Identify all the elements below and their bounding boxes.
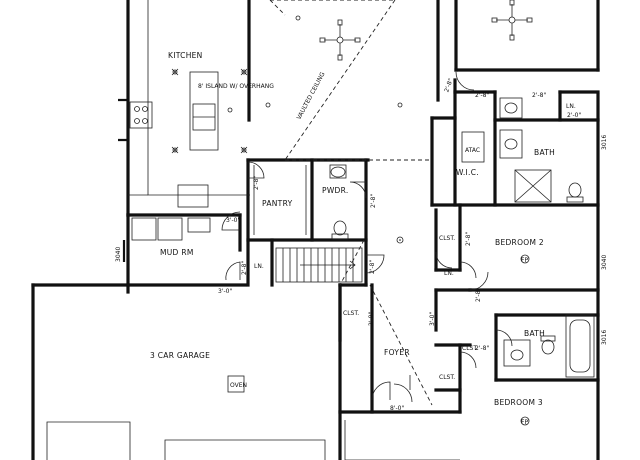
toilet-icon xyxy=(333,220,347,236)
sink-icon xyxy=(510,349,524,361)
ceiling-fan-icon xyxy=(319,19,361,61)
dim-label: 2'-8" xyxy=(465,232,472,246)
dim-label: 2'-8" xyxy=(475,288,482,302)
label-closet: CLST. xyxy=(462,345,478,352)
label-atac: ATAC xyxy=(465,147,480,154)
kitchen-island xyxy=(189,71,219,151)
dryer-icon xyxy=(157,217,183,241)
interior-walls xyxy=(126,78,600,414)
fp-mark: FP xyxy=(521,419,528,426)
label-garage: 3 CAR GARAGE xyxy=(150,351,210,360)
dim-label: 2'-8" xyxy=(368,312,375,326)
dim-label: 2'-8" xyxy=(475,92,489,99)
staircase xyxy=(275,247,363,283)
master-bath-fixtures xyxy=(461,97,584,203)
dim-label: 2'-8" xyxy=(443,77,455,93)
label-bedroom-3: BEDROOM 3 xyxy=(494,398,543,407)
bath2-fixtures xyxy=(503,254,595,426)
toilet-icon xyxy=(541,339,555,355)
dim-label: 3'-0" xyxy=(218,288,232,295)
label-linen: LN. xyxy=(254,263,264,270)
label-linen: LN. xyxy=(444,270,454,277)
label-closet: CLST. xyxy=(343,310,359,317)
label-water-heater: OVEN xyxy=(230,382,247,389)
window-code: 3040 xyxy=(601,255,608,270)
label-foyer: FOYER xyxy=(384,348,410,357)
dim-label: 3'-0" xyxy=(226,217,240,224)
toilet-icon xyxy=(568,182,582,198)
label-island-note: 8' ISLAND W/ OVERHANG xyxy=(198,83,274,90)
sink-icon xyxy=(504,102,518,114)
dim-label: 2'-8" xyxy=(532,92,546,99)
refrigerator-icon xyxy=(177,184,209,208)
dim-label: 2'-8" xyxy=(241,261,248,275)
water-heater-icon xyxy=(227,375,245,393)
label-pwdr: PWDR. xyxy=(322,186,349,195)
fp-mark: FP xyxy=(521,257,528,264)
washer-icon xyxy=(131,217,157,241)
label-wic: W.I.C. xyxy=(456,168,479,177)
ceiling-fan-icon xyxy=(491,0,533,41)
dim-label: 2'-8" xyxy=(370,194,377,208)
label-kitchen: KITCHEN xyxy=(168,51,203,60)
utility-fixtures xyxy=(131,164,404,283)
label-mud-rm: MUD RM xyxy=(160,248,194,257)
exterior-walls xyxy=(31,0,600,460)
label-linen: LN. xyxy=(566,103,576,110)
dim-label: 2'-8" xyxy=(253,176,260,190)
smoke-detector-icon xyxy=(396,236,404,244)
sink-icon xyxy=(330,166,346,178)
label-master-bath: BATH xyxy=(534,148,555,157)
sink-icon xyxy=(504,138,518,150)
garage-fixtures xyxy=(46,375,460,460)
kitchen-fixtures xyxy=(128,0,403,208)
label-bedroom-2: BEDROOM 2 xyxy=(495,238,544,247)
label-bath-2: BATH xyxy=(524,329,545,338)
range-icon xyxy=(129,101,153,129)
dim-label: 2'-8" xyxy=(369,260,376,274)
dim-label: 2'-8" xyxy=(475,345,489,352)
window-code: 3016 xyxy=(601,135,608,150)
dim-label: 2'-0" xyxy=(567,112,581,119)
door-swings xyxy=(221,71,513,403)
vault-lines xyxy=(269,0,433,406)
window-code: 3016 xyxy=(601,330,608,345)
dim-label: 3'-0" xyxy=(429,312,436,326)
label-pantry: PANTRY xyxy=(262,199,293,208)
label-closet: CLST. xyxy=(439,374,455,381)
label-vaulted-ceiling: VAULTED CEILING xyxy=(296,71,327,121)
window-code: 3040 xyxy=(115,247,122,262)
shower-icon xyxy=(514,169,552,203)
label-closet: CLST. xyxy=(439,235,455,242)
windows xyxy=(122,128,600,345)
dim-label: 8'-0" xyxy=(390,405,404,412)
bathtub-icon xyxy=(565,314,595,378)
